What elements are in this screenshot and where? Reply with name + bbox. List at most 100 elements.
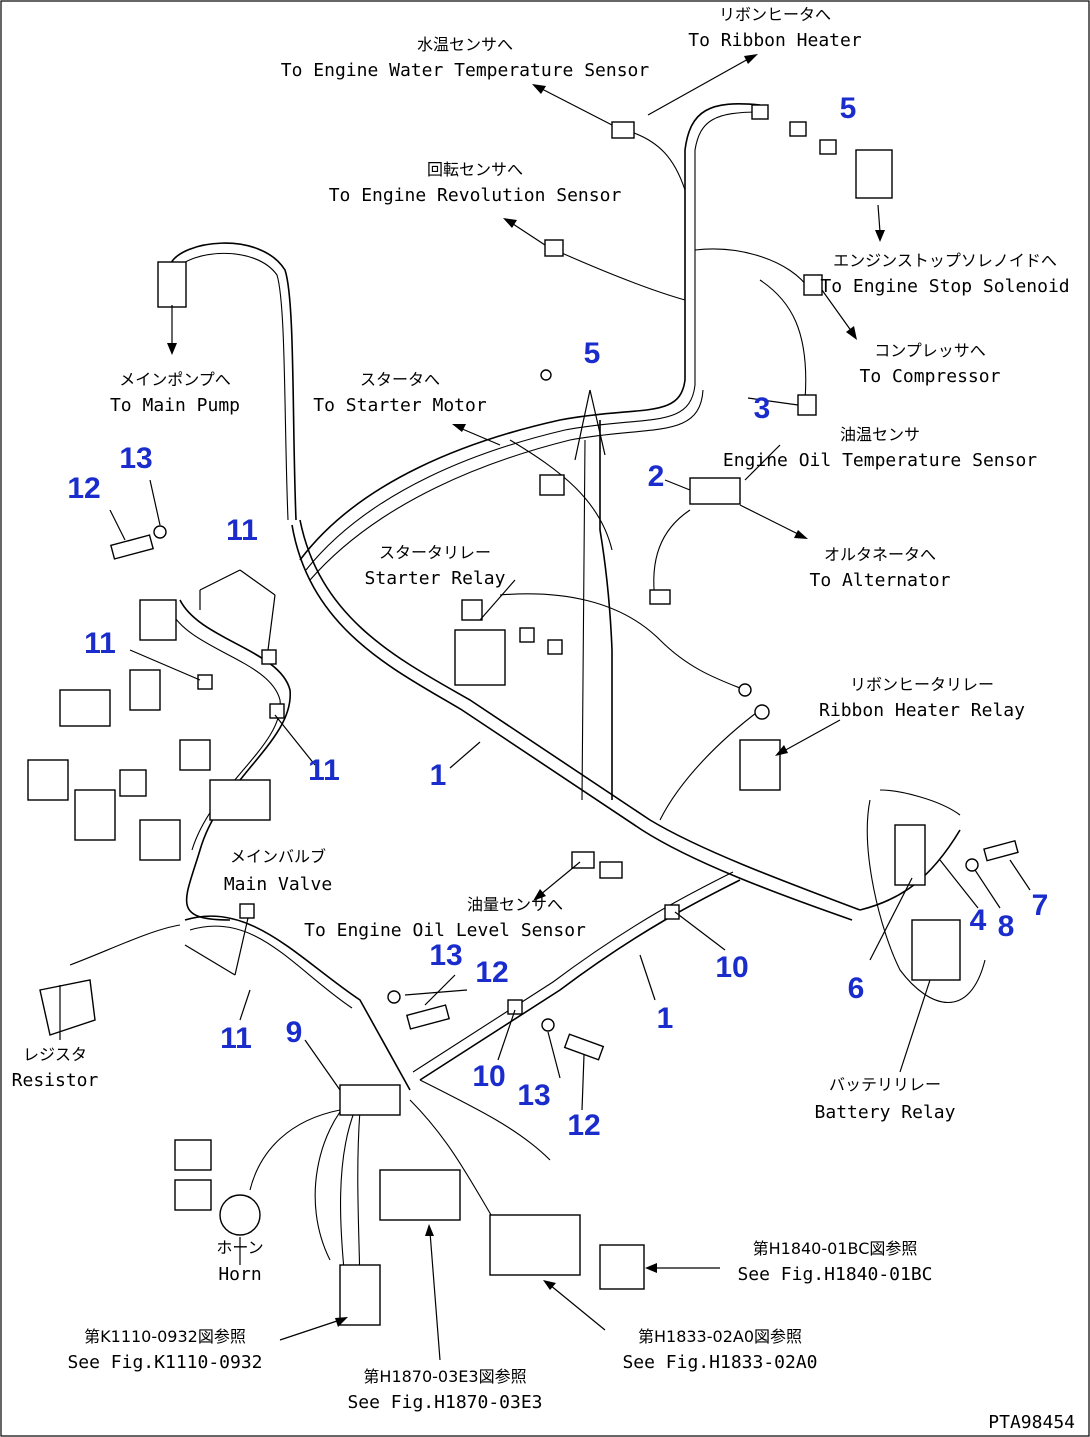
ribbon-heater-connectors bbox=[751, 104, 893, 199]
ribbon-heater-relay bbox=[739, 739, 781, 791]
callout-12-top: 12 bbox=[67, 472, 100, 505]
label-main-pump-en: To Main Pump bbox=[110, 395, 240, 416]
clip-11-b bbox=[197, 674, 213, 690]
callout-13-middle: 13 bbox=[429, 939, 462, 972]
label-main-pump-jp: メインポンプへ bbox=[119, 370, 231, 389]
callout-6: 6 bbox=[848, 972, 865, 1005]
main-pump-connector bbox=[157, 261, 187, 308]
washer-13-bottom bbox=[541, 1018, 555, 1032]
callout-8: 8 bbox=[998, 910, 1015, 943]
label-oil-level-en: To Engine Oil Level Sensor bbox=[304, 920, 586, 941]
callout-7: 7 bbox=[1032, 889, 1049, 922]
horn bbox=[219, 1194, 261, 1236]
callout-2: 2 bbox=[648, 460, 665, 493]
label-compressor-en: To Compressor bbox=[860, 366, 1001, 387]
label-starter-relay-jp: スタータリレー bbox=[379, 543, 491, 562]
alternator-connector bbox=[649, 589, 671, 605]
label-battery-relay-jp: バッテリリレー bbox=[829, 1075, 941, 1094]
callout-11-top: 11 bbox=[226, 514, 258, 547]
clip-11-d bbox=[239, 903, 255, 919]
label-fig-h1840-jp: 第H1840-01BC図参照 bbox=[753, 1239, 918, 1258]
label-fig-h1833-jp: 第H1833-02A0図参照 bbox=[638, 1327, 802, 1346]
label-ribbon-relay-en: Ribbon Heater Relay bbox=[819, 700, 1025, 721]
label-fig-h1870-jp: 第H1870-03E3図参照 bbox=[363, 1367, 526, 1386]
components bbox=[27, 104, 1019, 1326]
connector-group-k1110 bbox=[339, 1264, 381, 1326]
label-horn-jp: ホーン bbox=[216, 1238, 263, 1257]
label-compressor-jp: コンプレッサへ bbox=[874, 341, 986, 360]
label-fig-k1110-jp: 第K1110-0932図参照 bbox=[84, 1327, 246, 1346]
clip-10-lower bbox=[507, 999, 523, 1015]
callout-10-lower: 10 bbox=[472, 1060, 505, 1093]
label-main-valve-en: Main Valve bbox=[224, 874, 332, 895]
label-revolution-en: To Engine Revolution Sensor bbox=[329, 185, 622, 206]
clip-10-upper bbox=[664, 904, 680, 920]
leader-lines bbox=[59, 54, 1031, 1361]
washer-8 bbox=[965, 858, 979, 872]
bracket-9 bbox=[339, 1084, 401, 1116]
callout-3: 3 bbox=[754, 392, 771, 425]
label-stop-solenoid-en: To Engine Stop Solenoid bbox=[820, 276, 1069, 297]
label-starter-relay-en: Starter Relay bbox=[365, 568, 506, 589]
bolt-7 bbox=[983, 839, 1019, 862]
water-temp-connector bbox=[611, 121, 635, 139]
bolt-12-bottom bbox=[563, 1033, 605, 1061]
label-alternator-en: To Alternator bbox=[810, 570, 951, 591]
callout-1-lower: 1 bbox=[657, 1002, 674, 1035]
main-valve-connectors bbox=[27, 599, 271, 861]
callout-12-bottom: 12 bbox=[567, 1109, 600, 1142]
washer-13-middle bbox=[387, 990, 401, 1004]
label-revolution-jp: 回転センサへ bbox=[427, 160, 523, 179]
label-fig-h1870-en: See Fig.H1870-03E3 bbox=[347, 1392, 542, 1413]
compressor-connector bbox=[797, 394, 817, 416]
callout-9: 9 bbox=[286, 1016, 303, 1049]
callout-13-top: 13 bbox=[119, 442, 152, 475]
connector-group-h1833 bbox=[489, 1214, 581, 1276]
callout-5-ribbon: 5 bbox=[840, 92, 857, 125]
label-resistor-en: Resistor bbox=[12, 1070, 99, 1091]
label-fig-k1110-en: See Fig.K1110-0932 bbox=[67, 1352, 262, 1373]
label-starter-motor-jp: スタータへ bbox=[360, 370, 440, 389]
label-horn-en: Horn bbox=[218, 1264, 261, 1285]
callout-10-upper: 10 bbox=[715, 951, 748, 984]
washer-13-top-left bbox=[153, 525, 167, 539]
connector-group-h1870 bbox=[379, 1169, 461, 1221]
starter-relay bbox=[454, 629, 506, 686]
label-fig-h1833-en: See Fig.H1833-02A0 bbox=[622, 1352, 817, 1373]
callout-11-left: 11 bbox=[84, 627, 116, 660]
callout-11-bottom: 11 bbox=[220, 1022, 252, 1055]
callout-4: 4 bbox=[970, 904, 987, 937]
callout-numbers: 1 1 1 2 3 4 5 5 6 7 8 9 10 10 11 11 11 1… bbox=[67, 92, 1048, 1142]
bolt-12-top-left bbox=[110, 534, 154, 560]
revolution-sensor-connector bbox=[544, 239, 564, 257]
label-ribbon-relay-jp: リボンヒータリレー bbox=[850, 675, 994, 694]
label-alternator-jp: オルタネータへ bbox=[824, 545, 936, 564]
callout-5-starter: 5 bbox=[584, 337, 601, 370]
label-resistor-jp: レジスタ bbox=[23, 1045, 87, 1064]
clip-11-c bbox=[269, 703, 285, 719]
starter-motor-terminal bbox=[540, 369, 552, 381]
text-labels: 水温センサへ To Engine Water Temperature Senso… bbox=[12, 5, 1075, 1433]
label-water-temp-jp: 水温センサへ bbox=[417, 35, 513, 54]
label-fig-h1840-en: See Fig.H1840-01BC bbox=[737, 1264, 932, 1285]
label-starter-motor-en: To Starter Motor bbox=[313, 395, 487, 416]
clip-11-a bbox=[261, 649, 277, 665]
callout-1-center: 1 bbox=[430, 759, 447, 792]
label-oil-temp-en: Engine Oil Temperature Sensor bbox=[723, 450, 1037, 471]
battery-relay bbox=[911, 919, 961, 981]
drawing-code: PTA98454 bbox=[988, 1412, 1075, 1433]
connector-group-h1840 bbox=[599, 1244, 645, 1290]
main-harness bbox=[69, 103, 986, 1301]
label-main-valve-jp: メインバルブ bbox=[230, 847, 326, 866]
starter-relay-connector bbox=[539, 474, 565, 496]
label-battery-relay-en: Battery Relay bbox=[815, 1102, 956, 1123]
callout-12-middle: 12 bbox=[475, 956, 508, 989]
stop-solenoid-connector bbox=[803, 274, 823, 296]
label-ribbon-heater-jp: リボンヒータへ bbox=[719, 5, 831, 24]
callout-13-bottom: 13 bbox=[517, 1079, 550, 1112]
label-oil-level-jp: 油量センサへ bbox=[467, 895, 563, 914]
label-stop-solenoid-jp: エンジンストップソレノイドへ bbox=[833, 251, 1057, 270]
